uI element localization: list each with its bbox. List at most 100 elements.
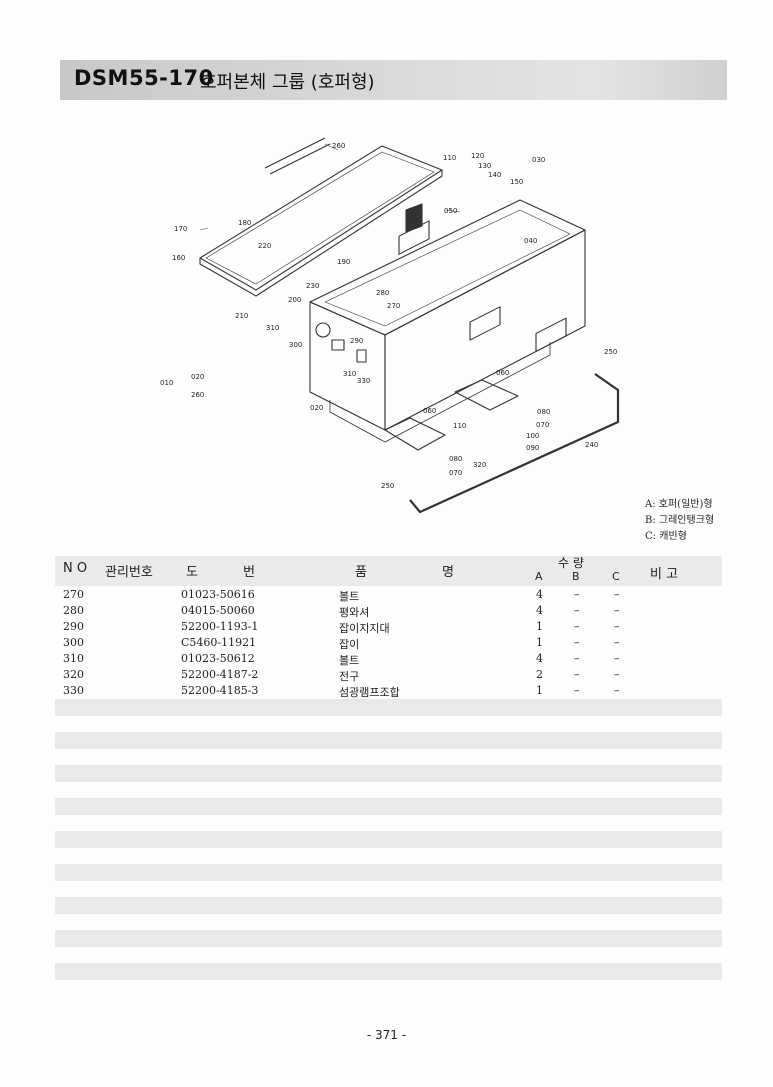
- cell-no: 310: [63, 652, 84, 665]
- callout-250b: 250: [381, 482, 394, 490]
- callout-190: 190: [337, 258, 350, 266]
- cell-no: 270: [63, 588, 84, 601]
- cell-a: 1: [536, 684, 543, 697]
- cell-no: 300: [63, 636, 84, 649]
- cell-no: 280: [63, 604, 84, 617]
- callout-100: 100: [526, 432, 539, 440]
- parts-table: N O 관리번호 도 번 품 명 수 량 A B C 비 고 270 01023…: [55, 556, 722, 980]
- empty-row: [55, 963, 722, 980]
- callout-050: 050: [444, 207, 457, 215]
- cell-c: –: [614, 636, 620, 649]
- callout-330: 330: [357, 377, 370, 385]
- legend-item-a: A: 호퍼(일반)형: [645, 499, 713, 510]
- callout-110b: 110: [453, 422, 466, 430]
- cell-c: –: [614, 604, 620, 617]
- cell-drawing: 52200-1193-1: [181, 620, 259, 633]
- callout-250: 250: [604, 348, 617, 356]
- cell-drawing: 52200-4187-2: [181, 668, 259, 681]
- callout-140: 140: [488, 171, 501, 179]
- table-row: 320 52200-4187-2 전구 2 – –: [55, 667, 722, 683]
- cell-a: 1: [536, 636, 543, 649]
- callout-030: 030: [532, 156, 545, 164]
- callout-060: 060: [496, 369, 509, 377]
- variant-legend: A: 호퍼(일반)형 B: 그레인탱크형 C: 캐빈형: [645, 497, 714, 545]
- empty-row: [55, 864, 722, 881]
- header-b: B: [572, 570, 580, 583]
- cell-a: 2: [536, 668, 543, 681]
- cell-b: –: [574, 588, 580, 601]
- header-name-1: 품: [355, 565, 367, 580]
- cell-drawing: C5460-11921: [181, 636, 257, 649]
- cell-drawing: 04015-50060: [181, 604, 255, 617]
- table-row: 280 04015-50060 평와셔 4 – –: [55, 603, 722, 619]
- group-code: DSM55-170: [74, 66, 214, 90]
- callout-070: 070: [536, 421, 549, 429]
- diagram-callouts: 260 110 120 130 140 150 030 170 180 050 …: [160, 142, 617, 490]
- callout-010: 010: [160, 379, 173, 387]
- cell-name: 잡이지지대: [339, 622, 390, 635]
- cell-c: –: [614, 588, 620, 601]
- empty-row: [55, 798, 722, 815]
- empty-row: [55, 831, 722, 848]
- callout-040: 040: [524, 237, 537, 245]
- legend-item-c: C: 캐빈형: [645, 531, 687, 542]
- table-row: 290 52200-1193-1 잡이지지대 1 – –: [55, 619, 722, 635]
- header-qty: 수 량: [558, 556, 584, 570]
- cell-b: –: [574, 684, 580, 697]
- callout-180: 180: [238, 219, 251, 227]
- table-header: N O 관리번호 도 번 품 명 수 량 A B C 비 고: [55, 556, 722, 586]
- empty-row: [55, 699, 722, 716]
- callout-150: 150: [510, 178, 523, 186]
- empty-table-rows: [55, 699, 722, 980]
- header-mgmt: 관리번호: [105, 565, 153, 580]
- empty-row: [55, 897, 722, 914]
- cell-drawing: 52200-4185-3: [181, 684, 259, 697]
- empty-row: [55, 930, 722, 947]
- callout-070b: 070: [449, 469, 462, 477]
- callout-230: 230: [306, 282, 319, 290]
- cell-name: 볼트: [339, 590, 360, 603]
- callout-160: 160: [172, 254, 185, 262]
- diagram-drawing: 260 110 120 130 140 150 030 170 180 050 …: [160, 137, 620, 514]
- exploded-parts-diagram: 260 110 120 130 140 150 030 170 180 050 …: [160, 130, 640, 530]
- callout-260: 260: [332, 142, 345, 150]
- header-c: C: [612, 570, 620, 583]
- cell-no: 320: [63, 668, 84, 681]
- table-row: 300 C5460-11921 잡이 1 – –: [55, 635, 722, 651]
- cell-name: 섬광램프조합: [339, 686, 400, 699]
- table-row: 270 01023-50616 볼트 4 – –: [55, 587, 722, 603]
- cell-b: –: [574, 668, 580, 681]
- callout-310: 310: [266, 324, 279, 332]
- cell-c: –: [614, 668, 620, 681]
- callout-060b: 060: [423, 407, 436, 415]
- header-a: A: [535, 570, 543, 583]
- cell-c: –: [614, 652, 620, 665]
- table-row: 310 01023-50612 볼트 4 – –: [55, 651, 722, 667]
- header-drawing-2: 번: [243, 565, 255, 580]
- callout-020: 020: [191, 373, 204, 381]
- header-no: N O: [63, 561, 88, 576]
- cell-drawing: 01023-50616: [181, 588, 255, 601]
- callout-310b: 310: [343, 370, 356, 378]
- header-name-2: 명: [442, 565, 454, 580]
- table-body: 270 01023-50616 볼트 4 – – 280 04015-50060…: [55, 586, 722, 699]
- callout-280: 280: [376, 289, 389, 297]
- callout-200: 200: [288, 296, 301, 304]
- header-remark: 비 고: [650, 567, 679, 582]
- legend-item-b: B: 그레인탱크형: [645, 515, 715, 526]
- cell-c: –: [614, 684, 620, 697]
- table-row: 330 52200-4185-3 섬광램프조합 1 – –: [55, 683, 722, 699]
- callout-290: 290: [350, 337, 363, 345]
- cell-b: –: [574, 604, 580, 617]
- callout-130: 130: [478, 162, 491, 170]
- cell-a: 1: [536, 620, 543, 633]
- cell-b: –: [574, 620, 580, 633]
- cell-b: –: [574, 652, 580, 665]
- cell-name: 전구: [339, 670, 360, 683]
- group-name: 호퍼본체 그룹 (호퍼형): [200, 72, 375, 93]
- callout-300: 300: [289, 341, 302, 349]
- cell-name: 잡이: [339, 638, 360, 651]
- callout-020b: 020: [310, 404, 323, 412]
- callout-080b: 080: [449, 455, 462, 463]
- cell-c: –: [614, 620, 620, 633]
